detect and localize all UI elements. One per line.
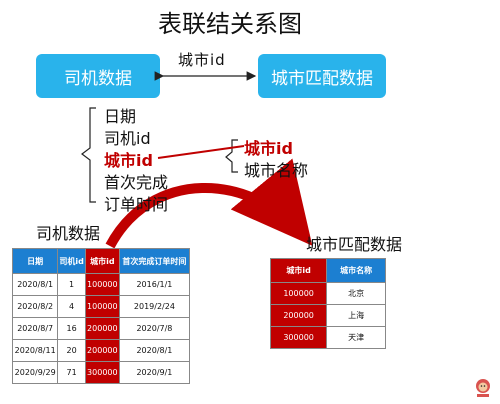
city-field-list: 城市id 城市名称: [244, 138, 308, 182]
table-row: 100000 北京: [269, 282, 386, 305]
header-cell: 首次完成订单时间: [118, 248, 191, 274]
field-item: 司机id: [104, 129, 151, 148]
field-item-highlight: 城市id: [104, 151, 153, 170]
table-cell: 71: [57, 361, 86, 384]
city-field-highlight: 城市id: [244, 139, 293, 158]
table-cell: 2020/8/11: [11, 339, 59, 362]
field-item: 首次完成: [104, 173, 169, 192]
city-table-caption: 城市匹配数据: [306, 235, 403, 254]
table-header-row: 城市id 城市名称: [269, 258, 386, 283]
table-cell: 2019/2/24: [118, 295, 191, 318]
table-row: 2020/9/29 71 300000 2020/9/1: [11, 361, 191, 384]
header-cell: 司机id: [57, 248, 86, 274]
field-item: 日期: [104, 107, 137, 126]
table-cell: 天津: [326, 326, 386, 349]
table-cell-highlight: 100000: [269, 282, 328, 305]
join-curved-arrow: [105, 158, 313, 249]
table-cell: 北京: [326, 282, 386, 305]
table-cell: 2020/8/1: [118, 339, 191, 362]
table-cell: 1: [57, 273, 86, 296]
monkey-logo-icon: [476, 379, 490, 397]
table-cell: 2020/8/7: [11, 317, 59, 340]
table-row: 2020/8/2 4 100000 2019/2/24: [11, 295, 191, 318]
table-cell: 20: [57, 339, 86, 362]
table-cell: 上海: [326, 304, 386, 327]
table-cell: 2016/1/1: [118, 273, 191, 296]
table-cell-highlight: 100000: [84, 295, 120, 318]
driver-field-list: 日期 司机id 城市id 首次完成 订单时间: [104, 106, 168, 216]
city-field-item: 城市名称: [244, 161, 309, 180]
driver-table: 日期 司机id 城市id 首次完成订单时间 2020/8/1 1 100000 …: [11, 248, 191, 384]
header-cell-highlight: 城市id: [84, 248, 120, 274]
table-cell-highlight: 200000: [84, 317, 120, 340]
field-bracket: [81, 107, 96, 203]
driver-data-box: 司机数据: [36, 54, 160, 98]
table-row: 300000 天津: [269, 326, 386, 349]
table-cell: 2020/9/29: [11, 361, 59, 384]
field-item: 订单时间: [104, 195, 169, 214]
diagram-title: 表联结关系图: [158, 10, 302, 38]
table-cell: 16: [57, 317, 86, 340]
header-cell: 日期: [11, 248, 59, 274]
table-header-row: 日期 司机id 城市id 首次完成订单时间: [11, 248, 191, 274]
table-cell: 4: [57, 295, 86, 318]
city-table: 城市id 城市名称 100000 北京 200000 上海 300000 天津: [269, 258, 386, 349]
driver-table-caption: 司机数据: [36, 224, 101, 243]
table-cell-highlight: 300000: [84, 361, 120, 384]
table-cell-highlight: 100000: [84, 273, 120, 296]
city-field-bracket: [225, 139, 238, 173]
table-row: 2020/8/1 1 100000 2016/1/1: [11, 273, 191, 296]
connector-label: 城市id: [178, 51, 226, 69]
table-cell-highlight: 200000: [269, 304, 328, 327]
table-cell: 2020/7/8: [118, 317, 191, 340]
header-cell: 城市名称: [326, 258, 386, 283]
city-match-box: 城市匹配数据: [258, 54, 386, 98]
city-id-link-line: [157, 145, 245, 159]
table-cell: 2020/9/1: [118, 361, 191, 384]
header-cell-highlight: 城市id: [269, 258, 328, 283]
table-row: 2020/8/7 16 200000 2020/7/8: [11, 317, 191, 340]
table-cell: 2020/8/1: [11, 273, 59, 296]
table-cell-highlight: 300000: [269, 326, 328, 349]
table-row: 2020/8/11 20 200000 2020/8/1: [11, 339, 191, 362]
table-row: 200000 上海: [269, 304, 386, 327]
table-cell-highlight: 200000: [84, 339, 120, 362]
table-cell: 2020/8/2: [11, 295, 59, 318]
